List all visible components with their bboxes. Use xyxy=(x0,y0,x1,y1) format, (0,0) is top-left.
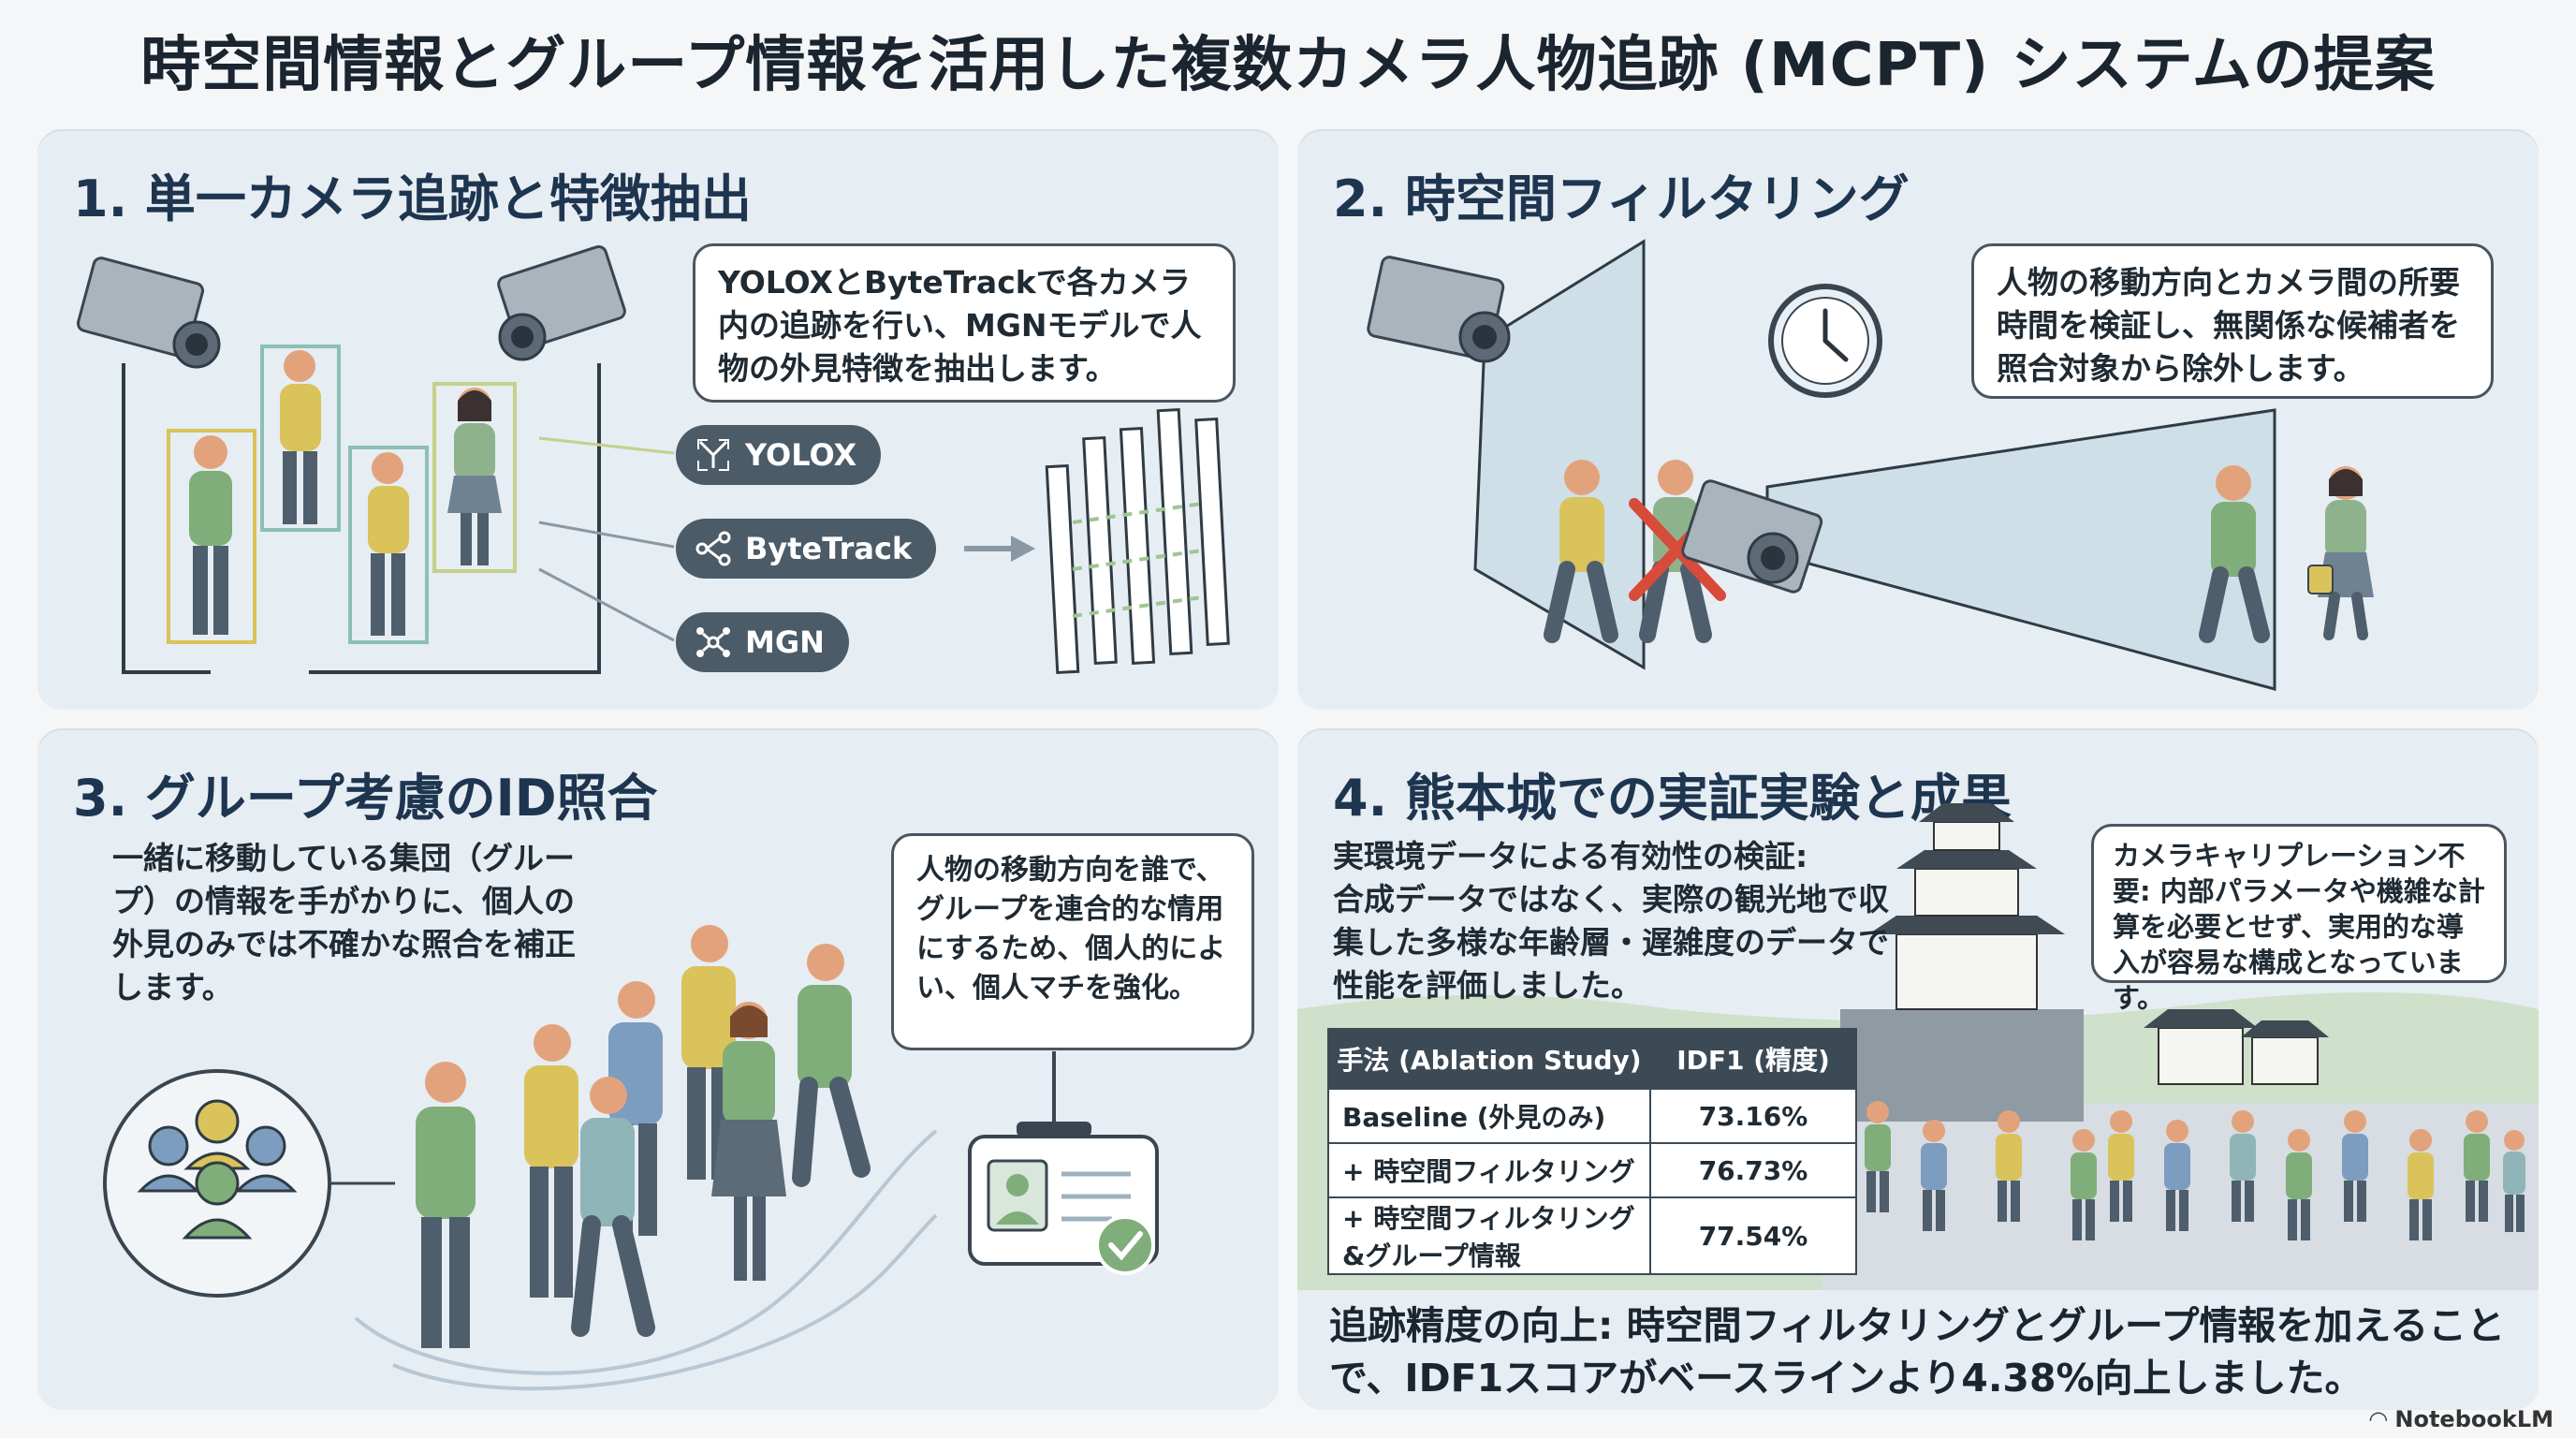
pill-bytetrack-label: ByteTrack xyxy=(745,531,913,566)
castle-illustration xyxy=(1840,803,2329,1122)
person-box-4 xyxy=(432,382,517,573)
panel4-text-body: 合成データではなく、実際の観光地で収集した多様な年齢層・遅雑度のデータで性能を評… xyxy=(1333,881,1889,1004)
person-yellow-1 xyxy=(524,1024,578,1298)
table-cell-method: + 時空間フィルタリング xyxy=(1327,1142,1651,1198)
yolox-icon xyxy=(697,439,729,471)
panel2-illustration xyxy=(1367,239,2374,691)
tracklets-graphic xyxy=(1045,408,1230,675)
table-cell-method: + 時空間フィルタリング &グループ情報 xyxy=(1327,1196,1651,1275)
panel-spatiotemporal-filtering: 2. 時空間フィルタリング xyxy=(1297,129,2539,710)
pill-bytetrack: ByteTrack xyxy=(676,519,937,579)
panel4-text-heading: 実環境データによる有効性の検証: xyxy=(1333,838,1808,874)
table-cell-idf1: 76.73% xyxy=(1649,1142,1857,1198)
page-title: 時空間情報とグループ情報を活用した複数カメラ人物追跡 (MCPT) システムの提… xyxy=(140,31,2436,100)
camera-right-icon xyxy=(1681,479,1823,594)
graph-nodes-icon xyxy=(695,531,731,566)
panel2-callout: 人物の移動方向とカメラ間の所要時間を検証し、無関係な候補者を照合対象から除外しま… xyxy=(1971,243,2494,399)
person-walking-green xyxy=(2199,465,2270,643)
person-green-back xyxy=(792,944,871,1187)
person-box-1 xyxy=(167,429,256,644)
panel-single-camera-tracking: 1. 単一カメラ追跡と特徴抽出 xyxy=(37,129,1279,710)
panel-kumamoto-experiment: 4. 熊本城での実証実験と成果 xyxy=(1297,728,2539,1410)
notebooklm-logo-icon: ◠ xyxy=(2369,1406,2395,1432)
camera-left-icon xyxy=(1367,256,1511,363)
camera-right-icon xyxy=(497,244,626,361)
person-box-3 xyxy=(348,446,429,644)
person-woman-green xyxy=(711,1002,786,1281)
panel3-description: 一緒に移動している集団（グループ）の情報を手がかりに、個人の外見のみでは不確かな… xyxy=(112,840,576,1005)
table-cell-method: Baseline (外見のみ) xyxy=(1327,1088,1651,1144)
panel1-illustration xyxy=(76,244,1230,675)
brand-text: NotebookLM xyxy=(2394,1406,2554,1432)
table-header-method: 手法 (Ablation Study) xyxy=(1327,1028,1651,1090)
table-cell-idf1: 77.54% xyxy=(1649,1196,1857,1275)
crowd-illustration xyxy=(1865,1101,2525,1240)
group-icon xyxy=(103,1069,331,1298)
panel3-illustration xyxy=(103,925,1159,1391)
panel1-title: 1. 単一カメラ追跡と特徴抽出 xyxy=(73,169,752,228)
panel3-title: 3. グループ考慮のID照合 xyxy=(73,769,658,828)
table-header-idf1: IDF1 (精度) xyxy=(1649,1028,1857,1090)
network-icon xyxy=(696,627,730,657)
camera-left-icon xyxy=(76,257,221,369)
panel2-title: 2. 時空間フィルタリング xyxy=(1333,169,1910,228)
panel1-callout: YOLOXとByteTrackで各カメラ内の追跡を行い、MGNモデルで人物の外見… xyxy=(693,243,1236,403)
panel4-result-text: 追跡精度の向上: 時空間フィルタリングとグループ情報を加えることで、IDF1スコ… xyxy=(1329,1303,2506,1401)
check-icon xyxy=(1095,1215,1155,1275)
table-header-row: 手法 (Ablation Study) IDF1 (精度) xyxy=(1327,1028,1857,1090)
brand-label: ◠ NotebookLM xyxy=(2370,1406,2554,1432)
ablation-table: 手法 (Ablation Study) IDF1 (精度) Baseline (… xyxy=(1327,1028,1857,1275)
pill-yolox: YOLOX xyxy=(676,425,882,485)
panel3-callout: 人物の移動方向を誰で、グループを連合的な情用にするため、個人的によい、個人マチを… xyxy=(891,833,1254,1050)
pill-mgn-label: MGN xyxy=(745,624,825,660)
panel-group-id-matching: 3. グループ考慮のID照合 一緒に移動している集団（グループ）の情報を手がかり… xyxy=(37,728,1279,1410)
person-front-green xyxy=(416,1062,476,1348)
person-walking-yellow xyxy=(1544,460,1618,643)
panel4-callout: カメラキャリプレーション不要: 内部パラメータや機雑な計算を必要とせず、実用的な… xyxy=(2091,824,2507,1014)
person-walking-with-bag xyxy=(2307,466,2374,640)
table-cell-idf1: 73.16% xyxy=(1649,1088,1857,1144)
person-teal xyxy=(571,1077,655,1337)
table-row: + 時空間フィルタリング 76.73% xyxy=(1327,1142,1857,1198)
panel4-title: 4. 熊本城での実証実験と成果 xyxy=(1333,769,2012,828)
table-row: + 時空間フィルタリング &グループ情報 77.54% xyxy=(1327,1196,1857,1275)
clock-icon xyxy=(1768,284,1882,398)
pill-mgn: MGN xyxy=(676,612,849,672)
pill-yolox-label: YOLOX xyxy=(745,437,857,473)
person-box-2 xyxy=(260,345,341,532)
table-row: Baseline (外見のみ) 73.16% xyxy=(1327,1088,1857,1144)
